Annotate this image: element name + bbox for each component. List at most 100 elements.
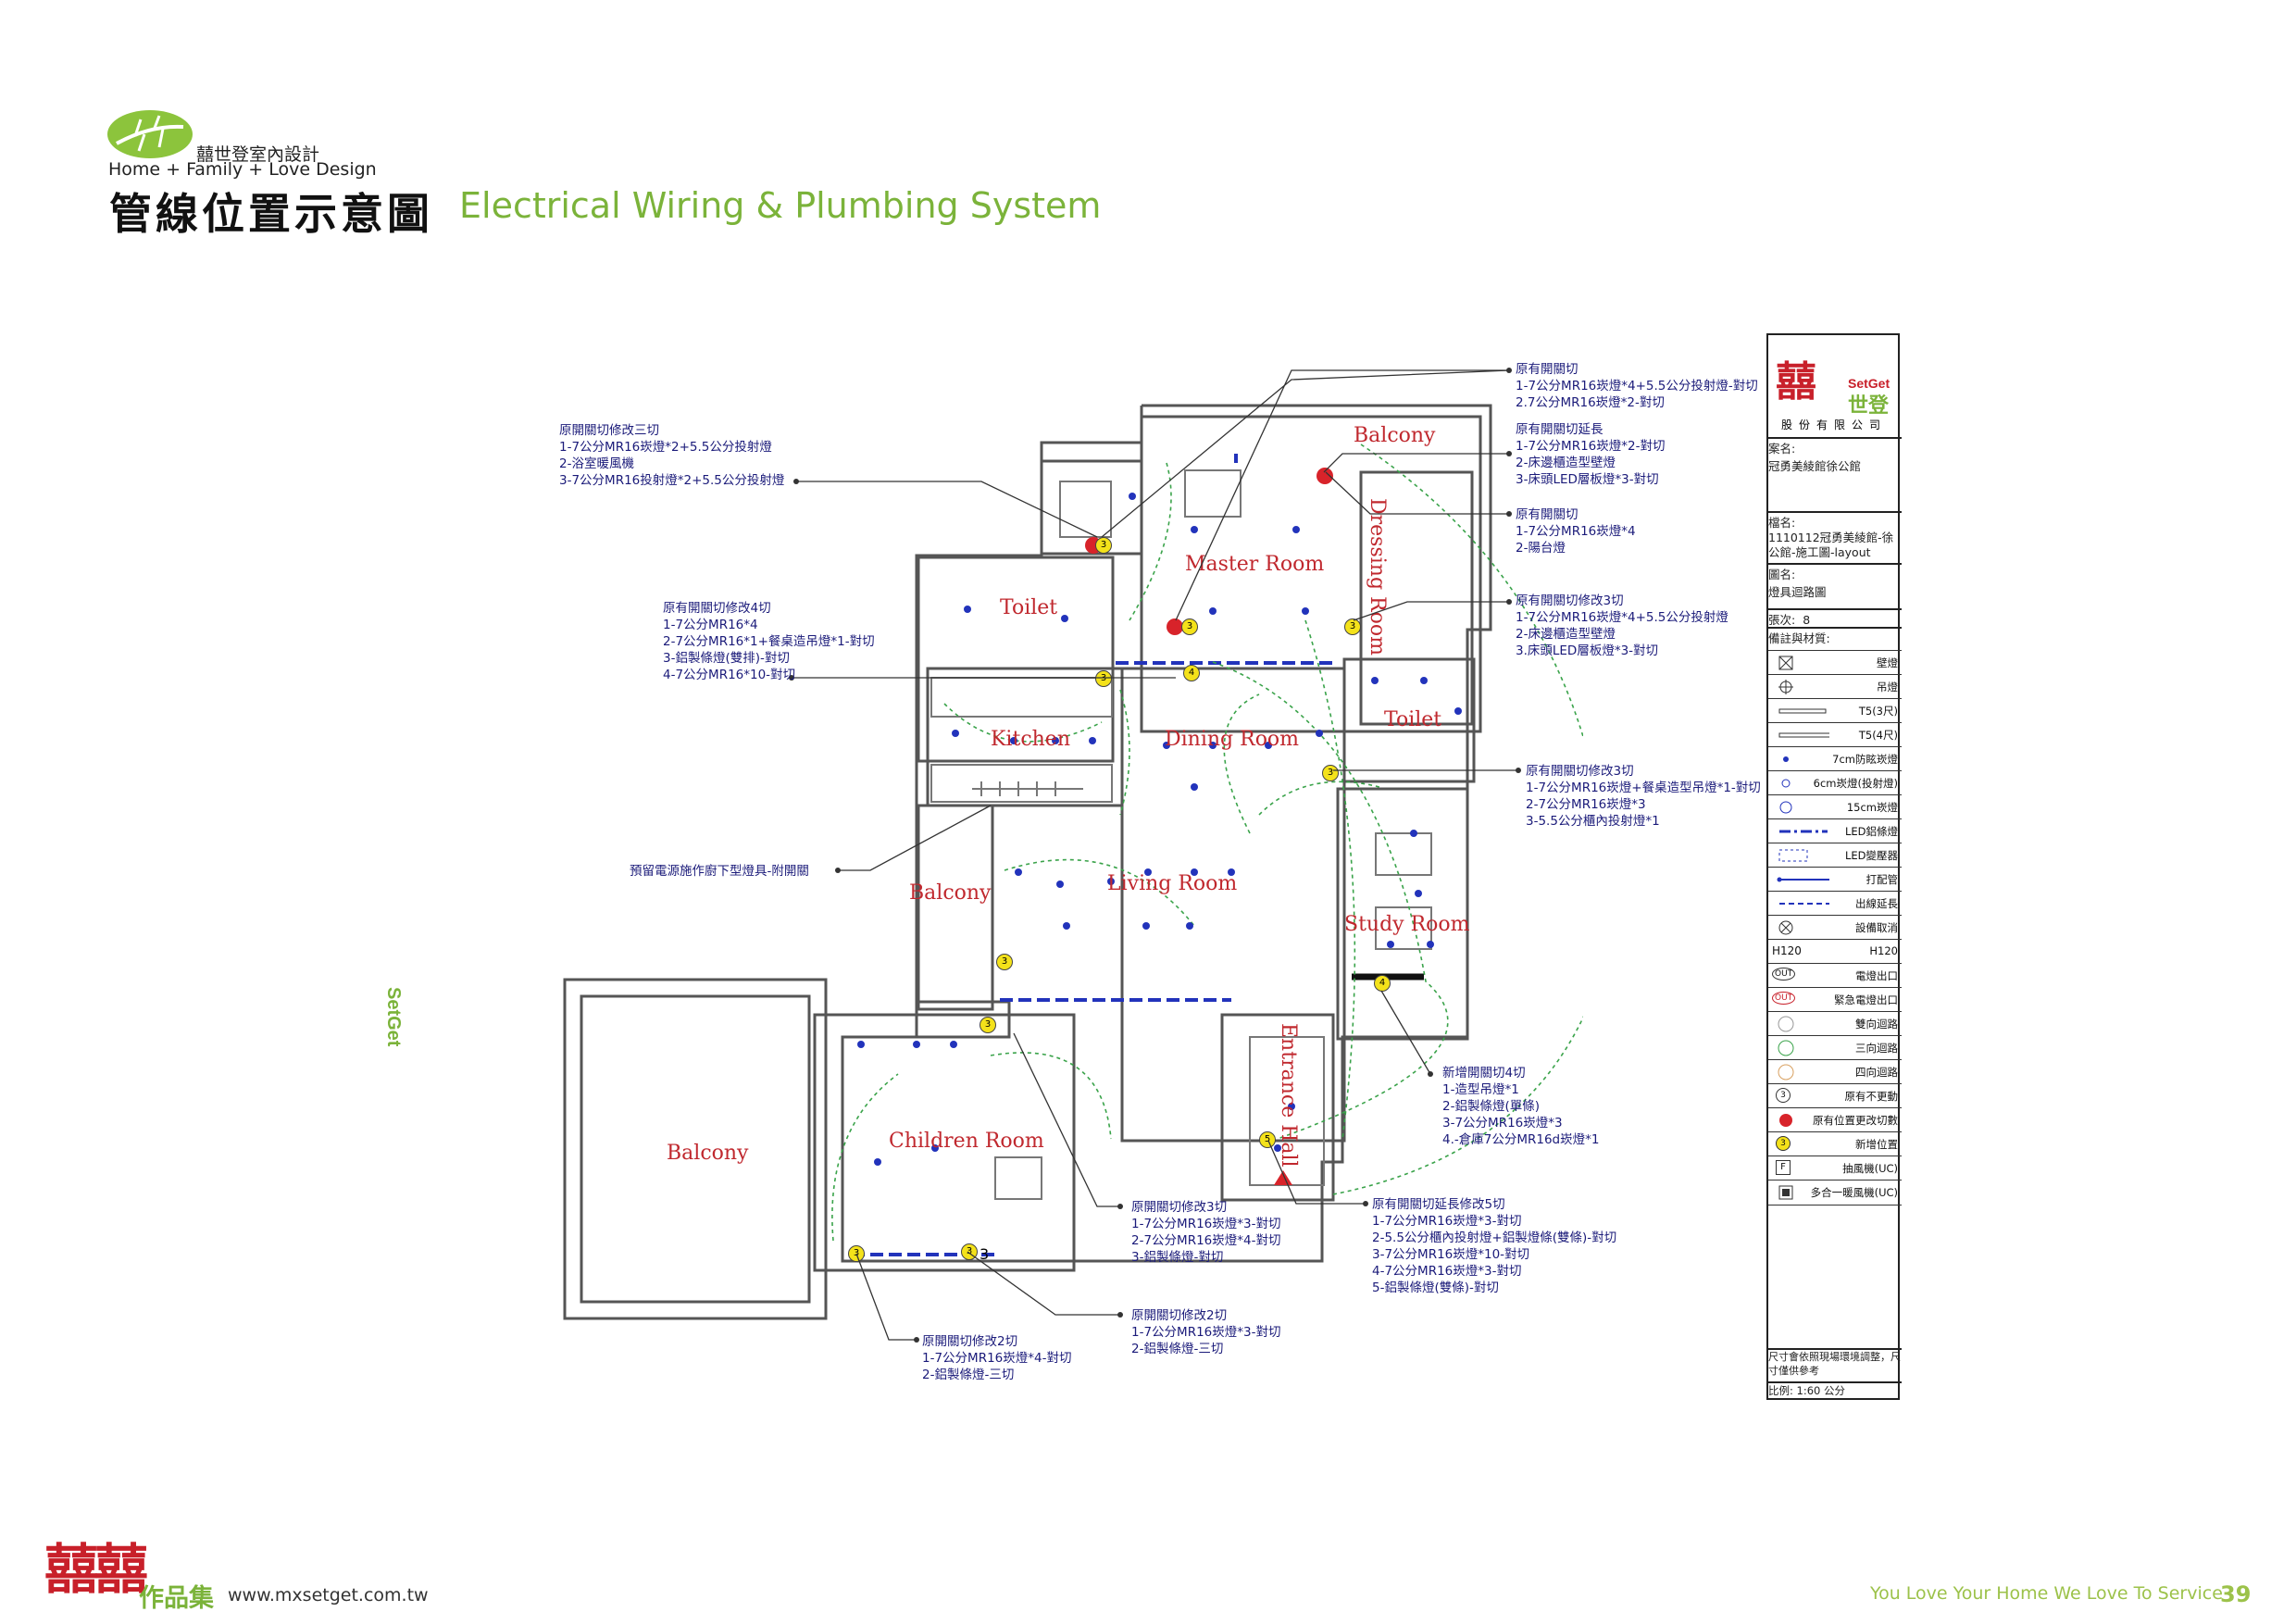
room-kitchen: Kitchen [991, 728, 1070, 751]
footer-slogan: You Love Your Home We Love To Service [1870, 1583, 2223, 1604]
tb-scale: 比例: 1:60 公分 [1768, 1381, 1902, 1400]
room-balcony-left: Balcony [667, 1142, 749, 1165]
tb-logo-text: SetGet [1848, 376, 1890, 391]
room-living: Living Room [1107, 872, 1238, 895]
legend-row: 設備取消 [1768, 915, 1902, 940]
four-way-icon: 四向迴路 [1855, 1066, 1898, 1079]
floor-plan [563, 404, 1583, 1320]
new-switch-icon: 新增位置 [1855, 1138, 1898, 1151]
legend-row: 四向迴路 [1768, 1059, 1902, 1084]
room-balcony-mid: Balcony [909, 881, 992, 905]
page-number: 39 [2220, 1581, 2252, 1607]
switch-marker: 3 [1322, 765, 1339, 781]
room-toilet-right: Toilet [1384, 708, 1442, 731]
room-balcony-top: Balcony [1354, 424, 1436, 447]
legend-row: 原有位置更改切數 [1768, 1107, 1902, 1132]
page-title-en: Electrical Wiring & Plumbing System [459, 185, 1102, 226]
legend-row: 多合一暖風機(UC) [1768, 1180, 1902, 1206]
downlight-15cm-icon: 15cm崁燈 [1846, 801, 1898, 814]
brand-en: Home + Family + Love Design [108, 159, 377, 180]
title-block-logo: 囍 SetGet 世登 股份有限公司 [1768, 335, 1902, 437]
legend-row: 出線延長 [1768, 891, 1902, 916]
legend-row: LED變壓器 [1768, 843, 1902, 868]
room-toilet-left: Toilet [1000, 596, 1058, 619]
tb-drawing: 圖名:燈具迴路圖 [1768, 563, 1902, 613]
footer-logo-text: 作品集 [139, 1584, 214, 1613]
switch-marker: 5 [1259, 1131, 1276, 1148]
unchanged-icon: 原有不更動 [1844, 1090, 1899, 1103]
title-block: 囍 SetGet 世登 股份有限公司 案名:冠勇美綾館徐公館 檔名:111011… [1766, 333, 1902, 1400]
switch-marker: 3 [1181, 618, 1198, 635]
legend-row: LED鋁條燈 [1768, 818, 1902, 843]
page-title-cn: 管線位置示意圖 [109, 189, 433, 239]
tb-sheet: 張次:8 [1768, 608, 1902, 629]
footer-logo-icon: 囍囍 [44, 1538, 148, 1601]
double-happiness-icon: 囍 [1776, 358, 1816, 406]
footer-url[interactable]: www.mxsetget.com.tw [228, 1585, 429, 1605]
led-strip-icon: LED鋁條燈 [1844, 825, 1898, 838]
t5-4ft-icon: T5(4尺) [1858, 729, 1898, 742]
switch-marker: 3 [996, 954, 1013, 970]
extension-icon: 出線延長 [1855, 897, 1898, 910]
room-children: Children Room [889, 1130, 1044, 1153]
emergency-outlet-icon: 緊急電燈出口 [1834, 993, 1898, 1006]
switch-marker: 3 [1095, 537, 1112, 554]
legend-row: 雙向迴路 [1768, 1011, 1902, 1036]
wall-lamp-icon: 壁燈 [1877, 656, 1898, 669]
legend-row: 15cm崁燈 [1768, 794, 1902, 819]
tb-logo-cn: 世登 [1848, 394, 1890, 418]
led-transformer-icon: LED變壓器 [1844, 849, 1898, 862]
pendant-lamp-icon: 吊燈 [1877, 681, 1898, 693]
legend-row: 打配管 [1768, 867, 1902, 892]
switch-marker: 3 [1344, 618, 1361, 635]
tb-company: 股份有限公司 [1781, 418, 1888, 431]
exhaust-fan-icon: 抽風機(UC) [1842, 1162, 1898, 1175]
tb-case: 案名:冠勇美綾館徐公館 [1768, 437, 1902, 494]
room-dining: Dining Room [1165, 728, 1300, 751]
note-undercabinet-power: 預留電源施作廚下型燈具-附開關 [630, 864, 809, 879]
legend-row: 壁燈 [1768, 650, 1902, 675]
legend-row: 三向迴路 [1768, 1035, 1902, 1060]
two-way-icon: 雙向迴路 [1855, 1018, 1898, 1031]
tb-disclaimer: 尺寸會依照現場環境調整，尺寸僅供參考 [1768, 1348, 1902, 1383]
room-master: Master Room [1185, 553, 1325, 576]
legend-row: 6cm崁燈(投射燈) [1768, 770, 1902, 795]
relocated-switch-icon: 原有位置更改切數 [1813, 1114, 1898, 1127]
brand-cn: 囍世登室內設計 [196, 144, 320, 165]
t5-3ft-icon: T5(3尺) [1858, 705, 1898, 718]
legend-row: T5(3尺) [1768, 698, 1902, 723]
tb-file: 檔名:1110112冠勇美綾館-徐公館-施工圖-layout [1768, 511, 1902, 567]
room-study: Study Room [1344, 913, 1470, 936]
downlight-7cm-icon: 7cm防眩崁燈 [1832, 753, 1898, 766]
leaf-logo-icon [107, 110, 193, 158]
legend-row: T5(4尺) [1768, 722, 1902, 747]
tb-remark: 備註與材質: [1768, 627, 1902, 647]
switch-marker: 4 [1183, 665, 1200, 681]
conduit-icon: 打配管 [1866, 873, 1899, 886]
legend-row: 吊燈 [1768, 674, 1902, 699]
relocated-switch-marker [1316, 468, 1333, 484]
relocated-switch-marker [1167, 618, 1183, 635]
three-way-icon: 三向迴路 [1855, 1042, 1898, 1055]
switch-marker: 3 [980, 1017, 996, 1033]
h120-icon: H120 [1869, 944, 1898, 957]
